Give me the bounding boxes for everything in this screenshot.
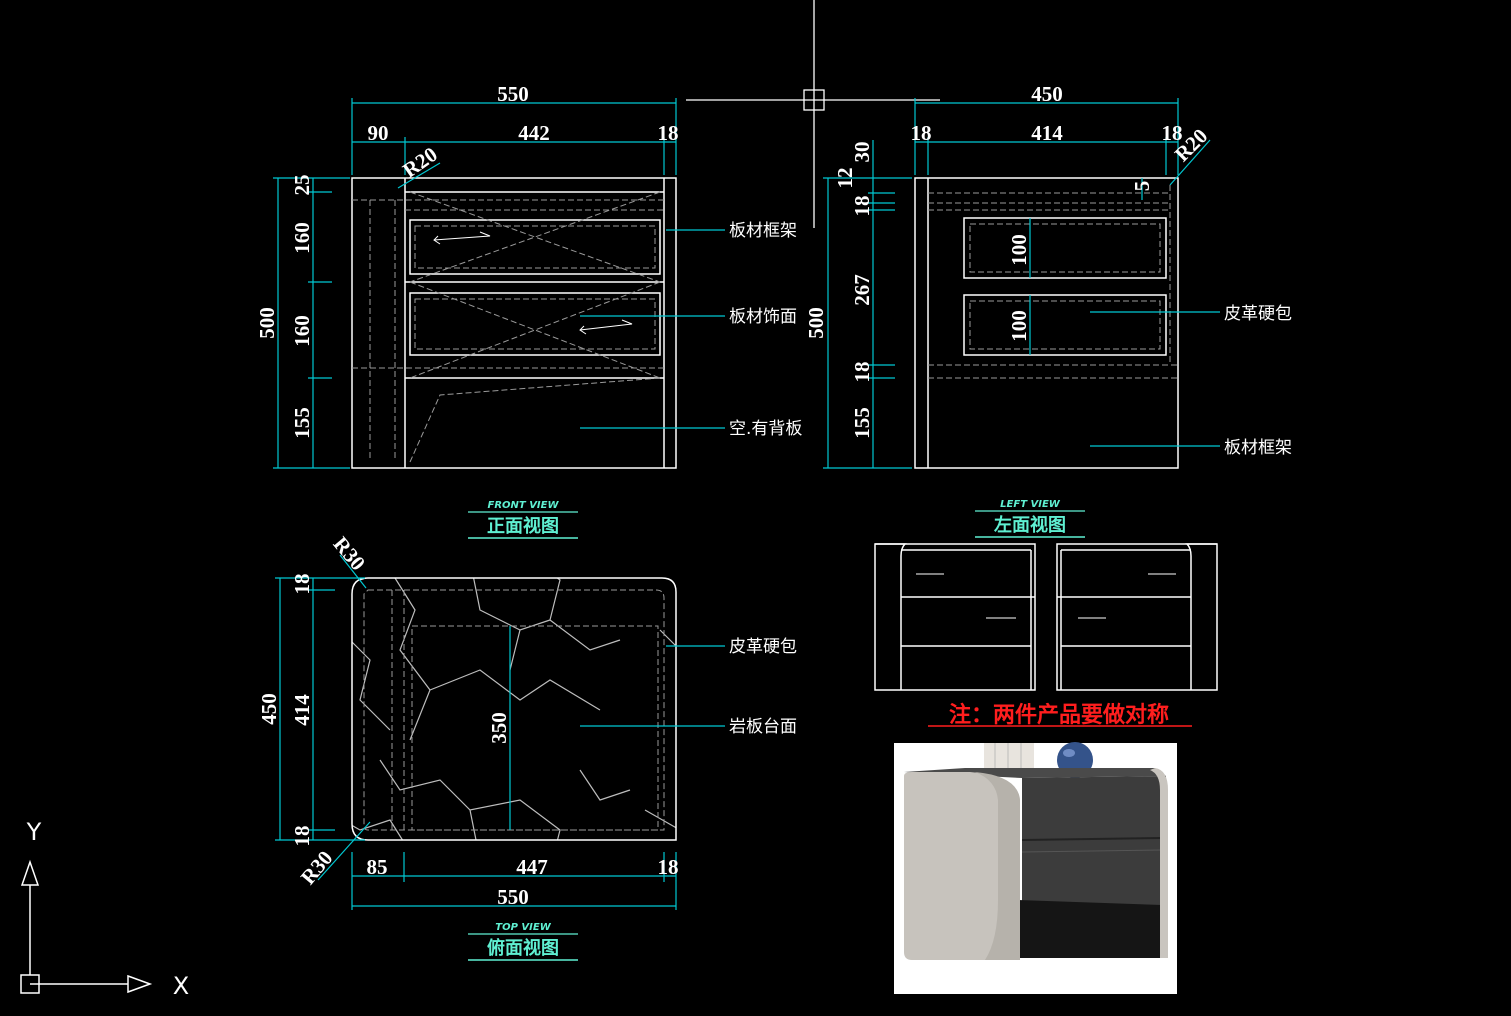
left-height-30: 30	[850, 142, 874, 163]
product-photo	[894, 742, 1177, 994]
top-label-leather: 皮革硬包	[729, 637, 797, 657]
left-width-middle: 414	[1031, 121, 1063, 145]
left-height-267: 267	[850, 274, 874, 306]
y-axis-label: Y	[26, 818, 42, 846]
left-total-height: 500	[804, 307, 828, 339]
left-dim-5: 5	[1130, 181, 1154, 192]
x-axis-label: X	[173, 972, 189, 1000]
left-width-right: 18	[1162, 121, 1183, 145]
front-view: 550 90 442 18 R20 500 25 160 160 155 板材框…	[255, 82, 802, 539]
symmetry-note: 注：两件产品要做对称	[949, 702, 1169, 728]
top-view-title: 俯面视图	[487, 937, 559, 959]
left-height-12: 12	[833, 168, 857, 189]
top-view-subtitle: TOP VIEW	[495, 922, 551, 933]
left-dim-100a: 100	[1007, 234, 1031, 266]
top-view: 450 18 414 18 R30 R30 350 85 447 18 550 …	[257, 532, 797, 961]
top-radius-top: R30	[329, 532, 371, 575]
top-height-bot: 18	[290, 826, 314, 847]
ucs-axis-icon	[20, 859, 153, 994]
front-width-left: 90	[368, 121, 389, 145]
symmetric-pair-sketch	[874, 543, 1218, 691]
left-width-left: 18	[911, 121, 932, 145]
top-depth: 350	[487, 712, 511, 744]
front-label-frame: 板材框架	[729, 221, 797, 241]
left-label-leather: 皮革硬包	[1224, 304, 1292, 324]
drawer-arrows	[433, 231, 633, 335]
front-label-open-back: 空.有背板	[729, 419, 802, 439]
top-total-height: 450	[257, 693, 281, 725]
top-width-left: 85	[367, 855, 388, 879]
top-height-mid: 414	[290, 694, 314, 726]
front-width-right: 18	[658, 121, 679, 145]
left-view-title: 左面视图	[994, 514, 1066, 536]
front-total-height: 500	[255, 307, 279, 339]
left-height-18b: 18	[850, 362, 874, 383]
left-label-frame: 板材框架	[1224, 438, 1292, 458]
top-label-slab: 岩板台面	[729, 717, 797, 737]
top-width-right: 18	[658, 855, 679, 879]
front-height-bottom: 155	[290, 407, 314, 439]
front-label-facing: 板材饰面	[729, 307, 797, 327]
top-total-width: 550	[497, 885, 529, 909]
left-height-155: 155	[850, 407, 874, 439]
left-total-width: 450	[1031, 82, 1063, 106]
front-width-middle: 442	[518, 121, 550, 145]
left-view: 450 18 414 18 R20 500 30 12 18 267 18 15…	[804, 82, 1292, 538]
top-width-mid: 447	[516, 855, 548, 879]
left-dim-100b: 100	[1007, 310, 1031, 342]
left-view-subtitle: LEFT VIEW	[1000, 499, 1061, 510]
top-height-top: 18	[290, 574, 314, 595]
front-height-drawer2: 160	[290, 315, 314, 347]
left-height-18a: 18	[850, 196, 874, 217]
front-height-top: 25	[290, 175, 314, 196]
top-radius-bottom: R30	[296, 846, 338, 889]
crosshair-cursor	[686, 0, 940, 228]
front-total-width: 550	[497, 82, 529, 106]
front-view-subtitle: FRONT VIEW	[487, 500, 559, 511]
front-height-drawer1: 160	[290, 222, 314, 254]
front-view-title: 正面视图	[487, 515, 559, 537]
